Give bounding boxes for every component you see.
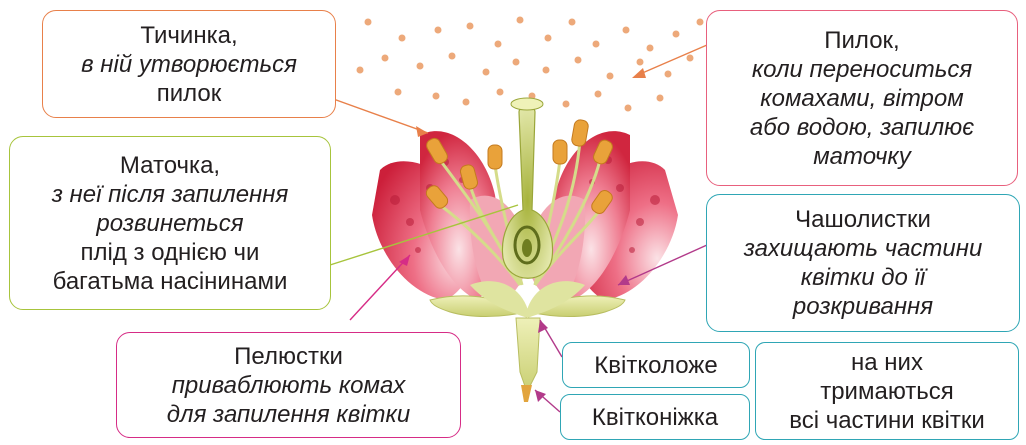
pollen-grain xyxy=(483,69,490,76)
sepals-desc3: розкривання xyxy=(793,292,933,321)
sepals-label: Чашолистки захищають частини квітки до ї… xyxy=(706,194,1020,332)
pollen-desc2: комахами, вітром xyxy=(760,84,963,113)
pollen-grain xyxy=(467,23,474,30)
pollen-grain xyxy=(517,17,524,24)
pollen-grain xyxy=(569,19,576,26)
pollen-grain xyxy=(543,67,550,74)
petals-desc2: для запилення квітки xyxy=(167,400,410,429)
pollen-grain xyxy=(575,57,582,64)
pollen-grain xyxy=(607,73,614,80)
pollen-grain xyxy=(647,45,654,52)
sepals-title: Чашолистки xyxy=(795,205,931,234)
sepals-desc1: захищають частини xyxy=(744,234,983,263)
pollen-grain xyxy=(623,27,630,34)
stamen-title: Тичинка, xyxy=(140,21,237,50)
pollen-grain xyxy=(395,89,402,96)
receptacle-note-line3: всі частини квітки xyxy=(789,406,985,435)
pollen-grain xyxy=(417,63,424,70)
pollen-grain xyxy=(513,59,520,66)
petals-desc1: приваблюють комах xyxy=(172,371,406,400)
pollen-grain xyxy=(435,27,442,34)
pollen-grain xyxy=(595,91,602,98)
pedicel-stalk xyxy=(516,318,540,402)
pedicel-label: Квітконіжка xyxy=(560,394,750,440)
stamen-desc: в ній утворюється xyxy=(81,50,297,79)
pollen-grain xyxy=(399,35,406,42)
pollen-label: Пилок, коли переноситься комахами, вітро… xyxy=(706,10,1018,186)
receptacle-title: Квітколоже xyxy=(594,351,717,380)
pollen-desc4: маточку xyxy=(813,142,911,171)
pollen-grain xyxy=(687,55,694,62)
receptacle-note: на них тримаються всі частини квітки xyxy=(755,342,1019,440)
stamen-tail: пилок xyxy=(157,79,222,108)
pollen-grain xyxy=(657,95,664,102)
pistil-tail1: плід з однією чи xyxy=(81,238,260,267)
petals-label: Пелюстки приваблюють комах для запилення… xyxy=(116,332,461,438)
pollen-grain xyxy=(382,55,389,62)
pistil xyxy=(502,98,552,278)
pollen-grain xyxy=(433,93,440,100)
pollen-grain xyxy=(673,31,680,38)
pollen-desc1: коли переноситься xyxy=(752,55,972,84)
pollen-grain xyxy=(697,19,704,26)
pollen-grain xyxy=(593,41,600,48)
pedicel-title: Квітконіжка xyxy=(592,403,718,432)
pollen-grain xyxy=(495,41,502,48)
receptacle-note-line2: тримаються xyxy=(820,377,954,406)
pollen-grain xyxy=(449,53,456,60)
pollen-grain xyxy=(463,99,470,106)
pollen-grain xyxy=(665,71,672,78)
receptacle-label: Квітколоже xyxy=(562,342,750,388)
pistil-tail2: багатьма насінинами xyxy=(53,267,288,296)
pollen-grain xyxy=(545,35,552,42)
pollen-grain xyxy=(625,105,632,112)
pistil-desc1: з неї після запилення xyxy=(52,180,289,209)
pistil-label: Маточка, з неї після запилення розвинеть… xyxy=(9,136,331,310)
pollen-grain xyxy=(357,67,364,74)
petals-title: Пелюстки xyxy=(234,342,343,371)
stamen-label: Тичинка, в ній утворюється пилок xyxy=(42,10,336,118)
sepals-desc2: квітки до її xyxy=(801,263,925,292)
pistil-title: Маточка, xyxy=(120,151,220,180)
pollen-title: Пилок, xyxy=(824,26,899,55)
pollen-grain xyxy=(497,89,504,96)
pollen-desc3: або водою, запилює xyxy=(750,113,974,142)
pollen-grain xyxy=(563,101,570,108)
pollen-grains xyxy=(357,17,704,112)
pistil-desc2: розвинеться xyxy=(96,209,243,238)
pollen-grain xyxy=(637,59,644,66)
receptacle-note-line1: на них xyxy=(851,348,923,377)
pollen-grain xyxy=(365,19,372,26)
